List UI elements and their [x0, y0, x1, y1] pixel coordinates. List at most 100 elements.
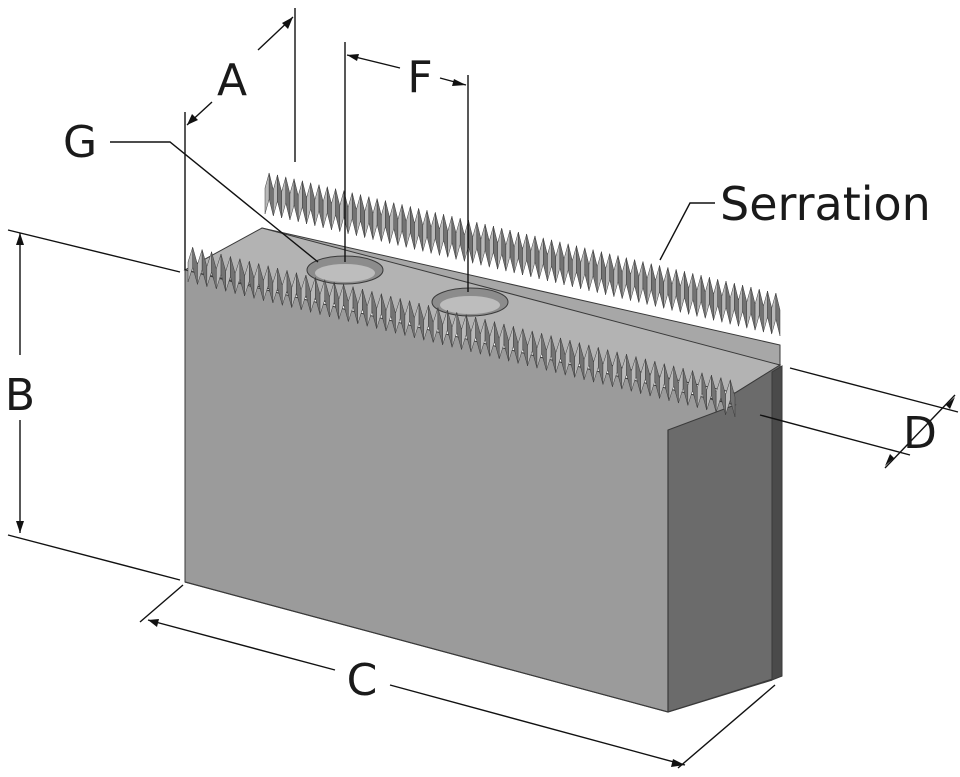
- rear-tooth-dark-8: [327, 186, 332, 230]
- arrowhead-f-right: [452, 79, 466, 86]
- rear-tooth-dark-34: [543, 237, 548, 281]
- rear-tooth-light-23: [447, 216, 453, 258]
- rear-tooth-dark-17: [401, 204, 407, 248]
- rear-tooth-light-30: [505, 229, 511, 272]
- rear-tooth-dark-9: [335, 188, 341, 232]
- rear-tooth-dark-5: [302, 180, 307, 224]
- mounting-holes: [306, 255, 509, 317]
- rear-tooth-light-34: [538, 237, 544, 280]
- rear-tooth-dark-28: [493, 226, 498, 270]
- rear-tooth-dark-40: [592, 249, 598, 293]
- mounting-hole-2-inner: [440, 296, 500, 314]
- rear-tooth-light-45: [630, 259, 635, 301]
- rear-tooth-light-20: [422, 210, 428, 252]
- rear-tooth-light-13: [364, 196, 370, 238]
- rear-tooth-light-28: [489, 226, 494, 268]
- rear-tooth-dark-46: [642, 261, 648, 305]
- rear-tooth-light-35: [547, 239, 552, 281]
- rear-tooth-dark-19: [418, 208, 424, 252]
- extension-line-c-left: [139, 584, 184, 623]
- rear-tooth-light-36: [555, 241, 561, 283]
- label-d: D: [903, 408, 937, 459]
- rear-tooth-light-1: [264, 172, 270, 215]
- rear-tooth-light-38: [572, 245, 577, 287]
- label-f: F: [407, 52, 432, 103]
- rear-tooth-light-48: [655, 265, 660, 307]
- rear-tooth-light-50: [671, 269, 677, 311]
- extension-line-d-top: [789, 367, 959, 413]
- rear-tooth-dark-39: [584, 247, 590, 291]
- rear-tooth-dark-41: [601, 251, 606, 295]
- rear-tooth-light-32: [522, 233, 527, 276]
- front-serration-row: [187, 247, 736, 418]
- rear-tooth-dark-50: [675, 269, 681, 313]
- rear-tooth-light-42: [605, 253, 610, 295]
- dimension-lines: [7, 8, 959, 769]
- rear-tooth-dark-20: [426, 210, 432, 254]
- rear-tooth-light-12: [356, 194, 361, 236]
- extension-line-c-right: [677, 684, 776, 769]
- rear-tooth-dark-29: [501, 228, 507, 272]
- rear-tooth-dark-31: [518, 231, 523, 276]
- rear-tooth-light-40: [588, 249, 594, 291]
- front-tooth-dark-58: [730, 379, 736, 418]
- rear-tooth-light-10: [339, 190, 345, 232]
- rear-tooth-dark-53: [700, 275, 706, 319]
- rear-tooth-light-6: [306, 182, 311, 224]
- rear-tooth-light-59: [746, 287, 752, 329]
- dimension-line-c-right: [389, 684, 686, 766]
- rear-tooth-dark-32: [526, 233, 532, 278]
- rear-tooth-dark-13: [368, 196, 374, 240]
- label-a: A: [217, 55, 247, 106]
- rear-tooth-dark-23: [451, 216, 457, 260]
- rear-tooth-dark-14: [376, 198, 382, 242]
- arrowhead-c-left: [148, 619, 159, 627]
- rear-tooth-dark-2: [277, 174, 282, 218]
- rear-tooth-dark-45: [634, 259, 640, 303]
- rear-tooth-light-8: [322, 186, 328, 228]
- arrowheads: [16, 17, 955, 767]
- leader-line-serration: [659, 202, 715, 261]
- leader-line-g: [110, 141, 319, 263]
- dimension-line-c-left: [147, 619, 336, 671]
- rear-tooth-dark-48: [659, 265, 664, 309]
- rear-tooth-light-47: [646, 263, 652, 305]
- rear-tooth-dark-6: [310, 182, 316, 226]
- rear-tooth-dark-38: [576, 245, 581, 289]
- label-serration: Serration: [720, 177, 931, 231]
- rear-tooth-light-54: [704, 277, 710, 319]
- rear-tooth-light-37: [563, 243, 569, 285]
- rear-tooth-light-11: [347, 192, 353, 234]
- rear-tooth-light-9: [331, 188, 336, 230]
- rear-tooth-light-39: [580, 247, 586, 289]
- rear-tooth-dark-27: [484, 224, 490, 268]
- extension-line-b-bottom: [7, 534, 181, 581]
- rear-tooth-dark-15: [385, 200, 390, 244]
- rear-tooth-dark-52: [692, 273, 698, 317]
- right-side-edge-strip: [771, 365, 783, 681]
- rear-tooth-light-61: [763, 290, 768, 333]
- label-c: C: [347, 655, 378, 706]
- rear-tooth-dark-62: [775, 292, 781, 337]
- rear-tooth-dark-61: [767, 290, 772, 335]
- rear-tooth-dark-22: [443, 214, 448, 258]
- rear-tooth-light-33: [530, 235, 536, 278]
- rear-tooth-light-4: [289, 178, 295, 220]
- rear-tooth-dark-1: [268, 172, 274, 217]
- rear-tooth-light-57: [729, 283, 735, 325]
- rear-tooth-dark-43: [617, 255, 623, 299]
- rear-tooth-light-43: [613, 255, 619, 297]
- rear-tooth-dark-11: [351, 192, 357, 236]
- rear-tooth-dark-7: [318, 184, 324, 228]
- rear-tooth-light-14: [372, 198, 378, 240]
- rear-tooth-dark-44: [626, 257, 631, 301]
- dimension-labels: A F G B C D Serration: [5, 52, 937, 706]
- arrowhead-b-top: [16, 233, 24, 245]
- rear-tooth-dark-51: [684, 271, 689, 315]
- rear-tooth-light-52: [688, 273, 694, 315]
- rear-tooth-light-17: [397, 204, 403, 246]
- label-g: G: [63, 117, 97, 168]
- rear-tooth-light-7: [314, 184, 320, 226]
- rear-tooth-dark-49: [667, 267, 673, 311]
